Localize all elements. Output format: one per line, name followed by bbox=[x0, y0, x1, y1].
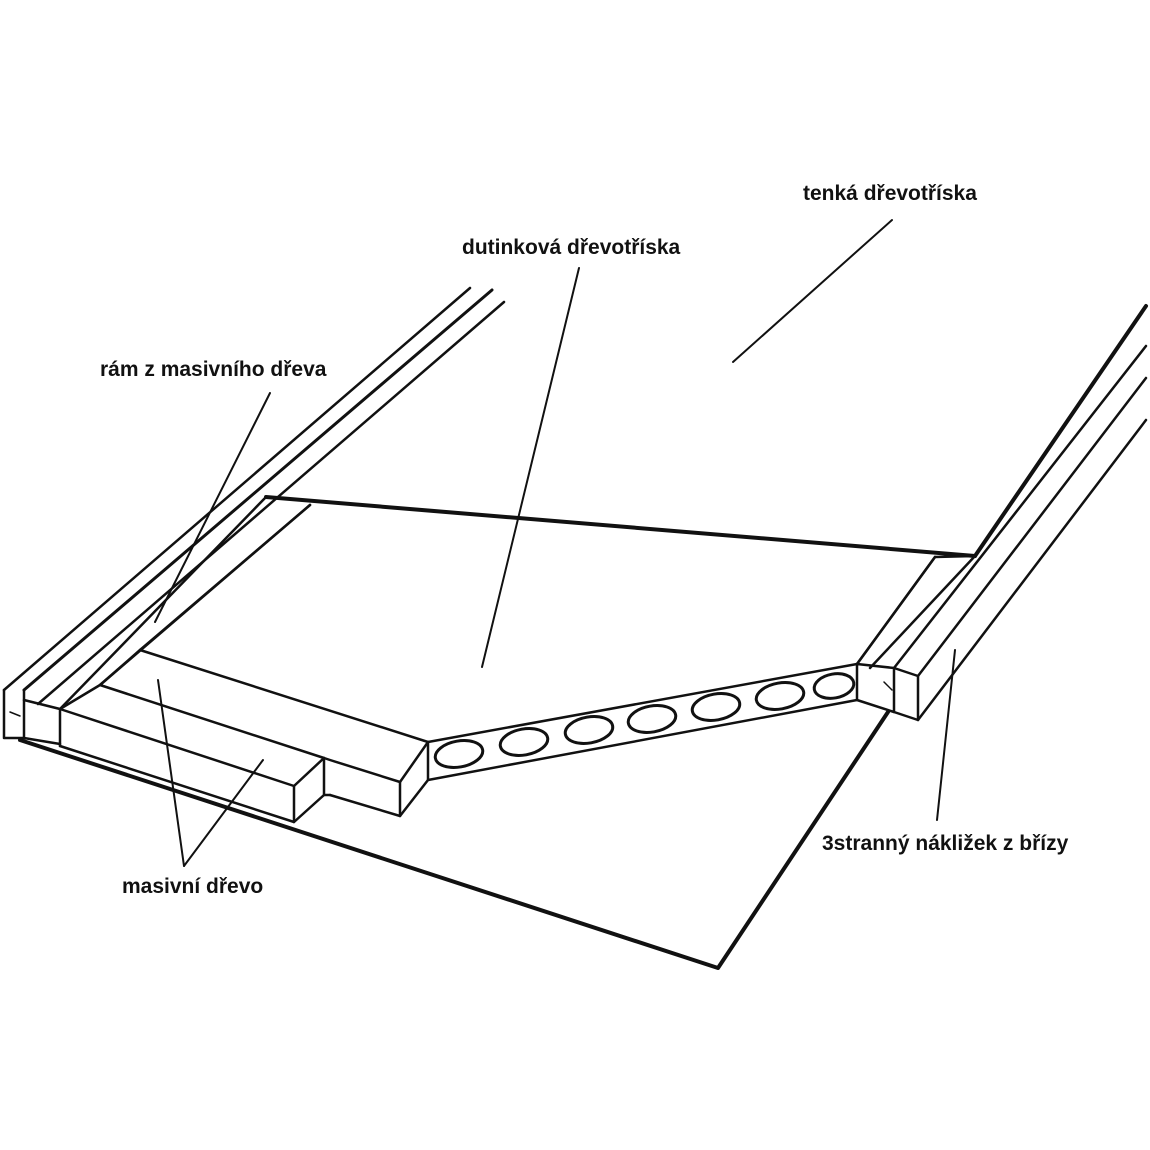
label-solid-wood-frame: rám z masivního dřeva bbox=[100, 358, 327, 381]
front-solid-wood-blocks bbox=[58, 648, 430, 824]
bottom-thin-particleboard bbox=[18, 710, 890, 970]
right-birch-edging bbox=[855, 344, 1148, 722]
label-tubular-particleboard: dutinková dřevotříska bbox=[462, 236, 681, 259]
label-thin-particleboard: tenká dřevotříska bbox=[803, 182, 977, 205]
label-solid-wood: masivní dřevo bbox=[122, 875, 264, 898]
top-thin-particleboard bbox=[22, 288, 1148, 692]
left-frame-rail bbox=[2, 286, 506, 748]
tubular-particleboard-core bbox=[138, 503, 977, 782]
label-birch-edging: 3stranný nákližek z břízy bbox=[822, 832, 1069, 855]
leader-lines bbox=[154, 219, 956, 867]
